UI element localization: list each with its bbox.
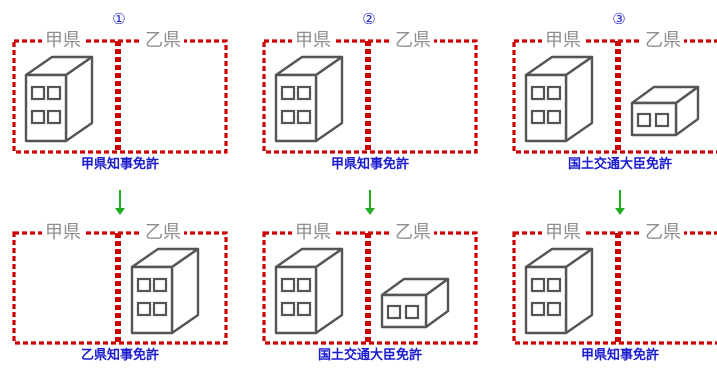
building-window bbox=[654, 112, 670, 128]
license-caption: 国土交通大臣免許 bbox=[567, 157, 672, 172]
arrow-head bbox=[615, 208, 625, 215]
office-building-icon bbox=[274, 55, 344, 143]
building-window bbox=[296, 85, 312, 101]
building-window bbox=[296, 277, 312, 293]
panel-number: ② bbox=[362, 10, 376, 28]
prefecture-label-right: 乙県 bbox=[642, 32, 684, 50]
panel-1-before bbox=[12, 39, 228, 154]
building-window bbox=[546, 85, 562, 101]
building-window bbox=[530, 301, 546, 317]
license-caption: 甲県知事免許 bbox=[80, 157, 159, 172]
building-window bbox=[152, 277, 168, 293]
building-window bbox=[530, 277, 546, 293]
arrow-down-icon bbox=[615, 190, 625, 215]
panel-number: ① bbox=[112, 10, 126, 28]
prefecture-label-left: 甲県 bbox=[42, 224, 84, 242]
prefecture-label-right: 乙県 bbox=[142, 32, 184, 50]
building-front bbox=[524, 73, 568, 143]
prefecture-label-left: 甲県 bbox=[292, 32, 334, 50]
prefecture-label-right: 乙県 bbox=[392, 32, 434, 50]
panel-1-after bbox=[12, 231, 228, 345]
office-building-icon bbox=[274, 247, 344, 335]
prefecture-label-left: 甲県 bbox=[542, 224, 584, 242]
license-caption: 甲県知事免許 bbox=[580, 348, 659, 363]
building-front bbox=[130, 265, 174, 335]
prefecture-label-left: 甲県 bbox=[542, 32, 584, 50]
license-caption: 乙県知事免許 bbox=[80, 348, 159, 363]
building-window bbox=[280, 85, 296, 101]
building-front bbox=[524, 265, 568, 335]
building-window bbox=[30, 109, 46, 125]
office-building-icon bbox=[524, 247, 594, 335]
building-window bbox=[404, 304, 420, 320]
building-front bbox=[274, 73, 318, 143]
building-window bbox=[136, 301, 152, 317]
prefecture-label-right: 乙県 bbox=[142, 224, 184, 242]
panel-3-after bbox=[512, 231, 717, 345]
office-building-icon bbox=[630, 85, 700, 137]
office-building-icon bbox=[24, 55, 94, 143]
building-window bbox=[530, 85, 546, 101]
building-window bbox=[386, 304, 402, 320]
building-window bbox=[30, 85, 46, 101]
panel-2-before bbox=[262, 39, 478, 154]
building-front bbox=[274, 265, 318, 335]
prefecture-label-right: 乙県 bbox=[392, 224, 434, 242]
office-building-icon bbox=[130, 247, 200, 335]
prefecture-label-left: 甲県 bbox=[42, 32, 84, 50]
panel-2-after bbox=[262, 231, 478, 345]
building-window bbox=[296, 301, 312, 317]
license-caption: 甲県知事免許 bbox=[330, 157, 409, 172]
building-window bbox=[296, 109, 312, 125]
arrow-head bbox=[365, 208, 375, 215]
building-window bbox=[546, 301, 562, 317]
building-window bbox=[546, 277, 562, 293]
prefecture-label-right: 乙県 bbox=[642, 224, 684, 242]
building-front bbox=[24, 73, 68, 143]
building-window bbox=[280, 109, 296, 125]
arrow-down-icon bbox=[365, 190, 375, 215]
building-window bbox=[636, 112, 652, 128]
panel-number: ③ bbox=[612, 10, 626, 28]
building-window bbox=[280, 301, 296, 317]
license-caption: 国土交通大臣免許 bbox=[317, 348, 422, 363]
building-window bbox=[152, 301, 168, 317]
building-window bbox=[280, 277, 296, 293]
arrow-down-icon bbox=[115, 190, 125, 215]
building-window bbox=[530, 109, 546, 125]
prefecture-label-left: 甲県 bbox=[292, 224, 334, 242]
office-building-icon bbox=[380, 277, 450, 329]
panel-3-before bbox=[512, 39, 717, 154]
arrow-head bbox=[115, 208, 125, 215]
building-window bbox=[136, 277, 152, 293]
building-window bbox=[46, 85, 62, 101]
building-window bbox=[46, 109, 62, 125]
building-window bbox=[546, 109, 562, 125]
office-building-icon bbox=[524, 55, 594, 143]
